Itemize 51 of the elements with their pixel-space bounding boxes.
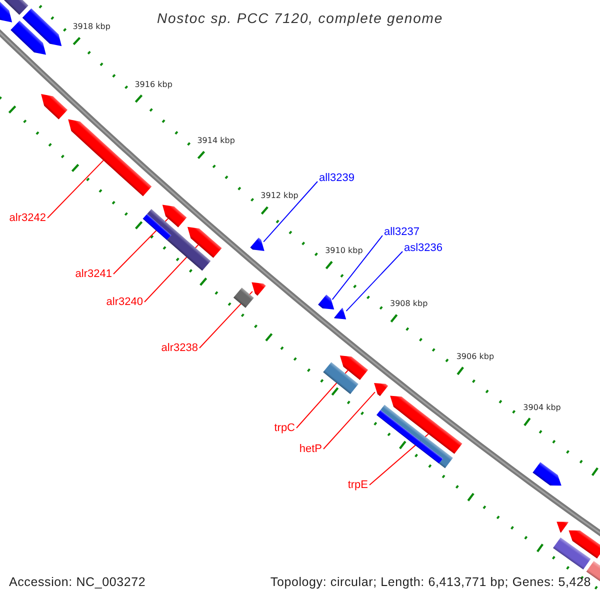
tick-label: 3914 kbp (197, 136, 235, 145)
gene-label: alr3238 (161, 342, 198, 354)
leader-line (346, 251, 403, 312)
gene-bar (142, 214, 172, 240)
gene-label: asl3236 (404, 242, 443, 254)
tick-label: 3910 kbp (325, 247, 363, 256)
tick-label: 3918 kbp (72, 23, 110, 32)
gene-label: trpE (348, 480, 368, 490)
gene-label: alr3242 (9, 212, 46, 224)
gene-feature (10, 20, 46, 55)
gene-bar (323, 362, 358, 394)
leader-line (113, 218, 169, 274)
footer-text: Accession: NC_003272 (9, 576, 146, 588)
gene-feature (374, 383, 388, 396)
gene-bar (233, 288, 254, 308)
gene-feature (250, 238, 264, 252)
leader-line (332, 235, 383, 300)
gene-bar (553, 537, 591, 570)
gene-feature (556, 522, 568, 533)
gene-feature (340, 356, 368, 380)
gene-label: alr3240 (106, 296, 143, 308)
gene-label: hetP (299, 444, 322, 454)
gene-feature (318, 294, 334, 310)
gene-label: trpC (274, 422, 295, 434)
leader-line (323, 392, 376, 450)
tick-label: 3916 kbp (134, 80, 172, 89)
tick-label: 3906 kbp (456, 352, 494, 361)
tick-label: 3908 kbp (390, 300, 428, 308)
gene-feature (187, 226, 222, 258)
gene-feature (68, 119, 152, 196)
gene-feature (390, 396, 462, 454)
gene-feature (41, 94, 68, 120)
gene-bar (147, 209, 211, 271)
footer-text: Topology: circular; Length: 6,413,771 bp; Genes: 5,428 (270, 576, 591, 588)
leader-line (263, 181, 318, 242)
leader-line (47, 160, 104, 218)
gene-feature (162, 204, 187, 228)
gene-feature (22, 8, 62, 46)
gene-feature (532, 462, 562, 486)
gene-bar (376, 410, 443, 464)
gene-label: all3237 (384, 226, 420, 238)
tick-label: 3912 kbp (260, 192, 298, 200)
gene-bar (380, 404, 453, 468)
gene-feature (252, 282, 266, 296)
gene-feature (0, 0, 12, 22)
gene-feature (334, 308, 346, 320)
gene-label: alr3241 (75, 268, 112, 280)
tick-label: 3904 kbp (523, 404, 561, 412)
map-title: Nostoc sp. PCC 7120, complete genome (156, 11, 444, 25)
gene-label: all3239 (319, 172, 354, 184)
gene-feature (568, 530, 600, 558)
